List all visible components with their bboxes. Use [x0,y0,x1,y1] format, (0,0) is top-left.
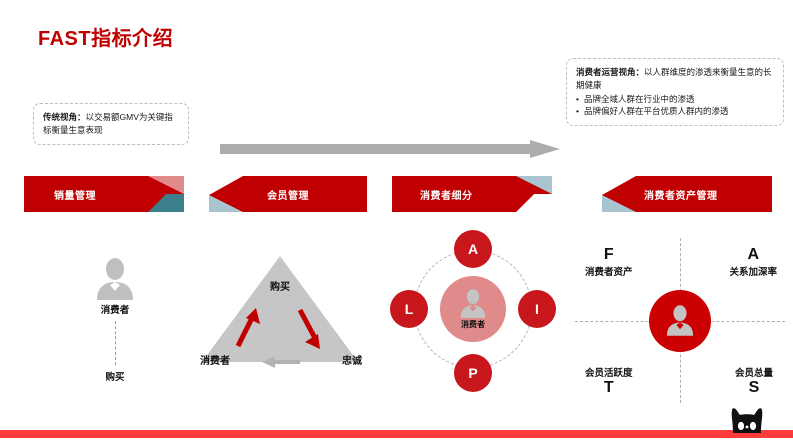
fast-center-consumer [649,289,711,352]
callout-consumer-colon: ： [635,67,645,77]
down-red-arrow-icon [297,308,320,349]
callout-traditional-label: 传统视角 [43,112,78,122]
aipl-node-l[interactable]: L [390,290,428,328]
callout-consumer-bullets: • 品牌全域人群在行业中的渗透 • 品牌偏好人群在平台优质人群内的渗透 [576,93,775,119]
aipl-node-label: I [535,301,539,317]
right-arrow-icon [220,140,560,158]
page-title: FAST指标介绍 [38,28,174,50]
fast-letter: T [603,379,614,397]
triangle-label-right: 忠诚 [342,356,362,367]
banner-label: 消费者细分 [420,190,473,202]
bullet-marker-icon: • [576,93,579,104]
triangle-label-top: 购买 [270,282,290,293]
banner-label: 会员管理 [267,190,309,202]
banner-label: 消费者资产管理 [644,190,718,202]
callout-consumer-view: 消费者运营视角：以人群维度的渗透来衡量生意的长期健康 • 品牌全域人群在行业中的… [566,58,784,126]
sales-connector-line [114,321,116,365]
panel-aipl: A I P L 消费者 [378,218,563,400]
callout-consumer-head: 消费者运营视角：以人群维度的渗透来衡量生意的长期健康 [576,66,775,92]
fast-sublabel: 会员活跃度 [585,368,633,380]
fast-quadrant-t: 会员活跃度 T [585,365,633,397]
list-item: • 品牌偏好人群在平台优质人群内的渗透 [576,105,775,118]
aipl-node-a[interactable]: A [454,230,492,268]
banner-sales-management[interactable]: 销量管理 [24,176,184,212]
banner-label: 销量管理 [54,190,96,202]
banner-consumer-asset-management[interactable]: 消费者资产管理 [602,176,772,212]
triangle-label-left: 消费者 [200,356,230,367]
person-grey-icon [664,305,696,336]
fast-letter: A [747,246,760,263]
fast-letter: F [603,246,614,263]
fast-letter: S [748,379,760,397]
up-red-arrow-icon [235,308,260,348]
aipl-node-p[interactable]: P [454,354,492,392]
callout-consumer-label: 消费者运营视角 [576,67,636,77]
aipl-node-label: A [467,241,479,257]
fast-quadrant-f: F 消费者资产 [585,246,633,278]
aipl-center-label: 消费者 [461,319,485,329]
sales-caption-purchase: 购买 [105,372,125,383]
banner-consumer-segmentation[interactable]: 消费者细分 [392,176,552,212]
aipl-node-label: P [468,365,478,381]
callout-traditional-colon: ： [77,112,86,122]
fast-sublabel: 消费者资产 [585,266,633,278]
panel-loyalty-triangle: 购买 消费者 忠诚 [190,250,370,375]
left-grey-arrow-icon [262,356,300,368]
fast-quadrant-a: A 关系加深率 [729,246,777,278]
panel-fast-quadrant: F 消费者资产 A 关系加深率 会员活跃度 T 会员总量 S [575,238,785,403]
process-arrow [220,140,560,158]
sales-caption-consumer: 消费者 [100,305,130,316]
banner-shape [24,176,184,212]
list-item: • 品牌全域人群在行业中的渗透 [576,93,775,106]
callout-traditional-view: 传统视角：以交易额GMV为关键指标衡量生意表现 [33,103,189,145]
fast-quadrant-s: 会员总量 S [735,365,773,397]
aipl-node-i[interactable]: I [518,290,556,328]
fast-sublabel: 会员总量 [734,368,773,380]
banner-member-management[interactable]: 会员管理 [209,176,367,212]
banner-shape [209,176,367,212]
footer-red-bar [0,430,793,438]
banner-shape [602,176,772,212]
banner-shape [392,176,552,212]
callout-traditional-text: 以交易额GMV为关键指标衡量生意表现 [43,112,173,135]
bullet-marker-icon: • [576,106,579,117]
bullet-text: 品牌全域人群在行业中的渗透 [583,93,695,104]
person-grey-icon [458,288,488,318]
person-grey-icon [60,258,170,300]
fast-sublabel: 关系加深率 [729,266,777,278]
triangle-shape [202,256,358,368]
tmall-cat-logo [729,407,765,438]
aipl-center-consumer: 消费者 [440,276,506,342]
panel-sales-management: 消费者 购买 [60,258,170,383]
callout-consumer-text: 以人群维度的渗透来衡量生意的长期健康 [576,67,772,90]
aipl-node-label: L [404,301,414,317]
bullet-text: 品牌偏好人群在平台优质人群内的渗透 [583,106,729,117]
